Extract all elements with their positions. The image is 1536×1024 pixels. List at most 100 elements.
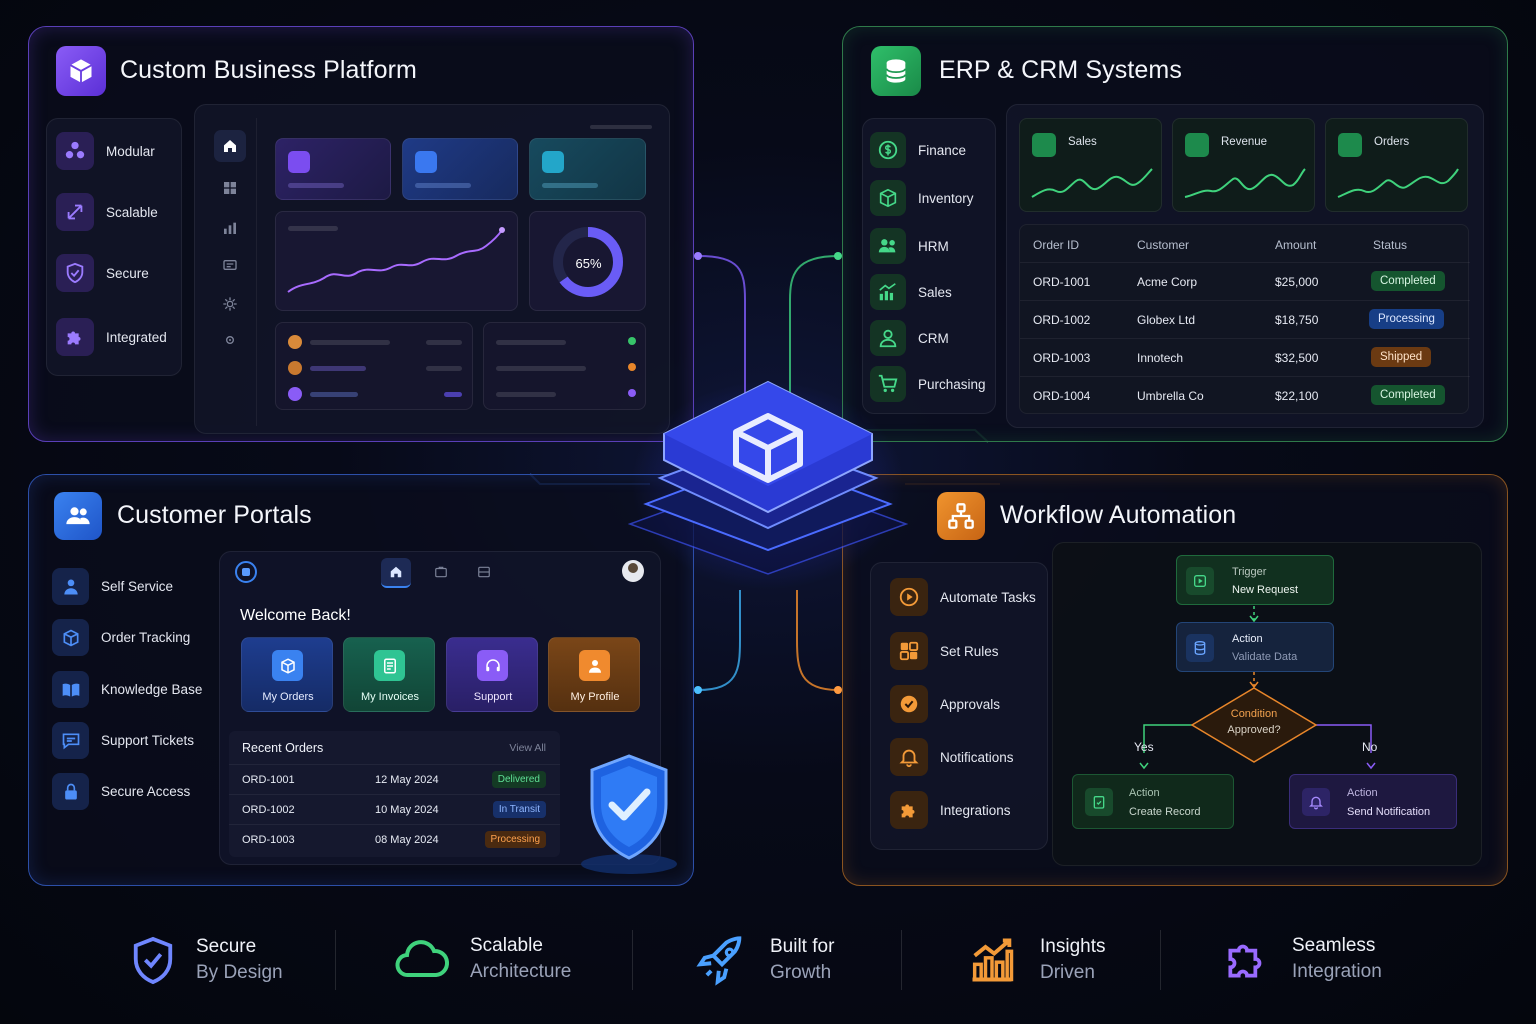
col-header-status: Status xyxy=(1373,238,1408,252)
trigger-node[interactable]: Trigger New Request xyxy=(1176,555,1334,605)
puzzle-icon xyxy=(56,318,94,356)
erp-item-inventory[interactable]: Inventory xyxy=(870,180,974,216)
box-icon xyxy=(870,180,906,216)
tile-my-invoices[interactable]: My Invoices xyxy=(343,637,435,712)
book-icon xyxy=(52,671,89,708)
portal-nav-orders-icon[interactable] xyxy=(434,565,448,584)
dashboard-donut-card: 65% xyxy=(529,211,646,311)
portal-title: Customer Portals xyxy=(117,501,312,529)
erp-item-crm[interactable]: CRM xyxy=(870,320,949,356)
rules-icon xyxy=(890,632,928,670)
avatar xyxy=(288,361,302,375)
col-header-order-id: Order ID xyxy=(1033,238,1080,252)
status-badge: Completed xyxy=(1371,271,1445,291)
yes-label: Yes xyxy=(1134,740,1154,754)
portal-nav-messages-icon[interactable] xyxy=(477,565,491,584)
portal-nav-home-icon[interactable] xyxy=(381,558,411,588)
central-hub xyxy=(628,380,908,575)
platform-item-integrated[interactable]: Integrated xyxy=(56,318,167,356)
lock-icon xyxy=(52,773,89,810)
erp-item-finance[interactable]: Finance xyxy=(870,132,966,168)
feature-divider xyxy=(1160,930,1161,990)
donut-chart xyxy=(553,227,623,297)
box-icon xyxy=(272,650,303,681)
dashboard-card-purple xyxy=(275,138,391,200)
dashboard-card-blue xyxy=(402,138,518,200)
check-badge-icon xyxy=(890,685,928,723)
no-label: No xyxy=(1362,740,1378,754)
dollar-icon xyxy=(870,132,906,168)
tile-my-orders[interactable]: My Orders xyxy=(241,637,333,712)
dashboard-card-teal xyxy=(529,138,646,200)
send-notification-node[interactable]: Action Send Notification xyxy=(1289,774,1457,829)
workflow-item-automate-tasks[interactable]: Automate Tasks xyxy=(890,578,1036,616)
feature-divider xyxy=(335,930,336,990)
list-item[interactable]: ORD-1001 12 May 2024 Delivered xyxy=(229,764,560,794)
donut-label: 65% xyxy=(575,256,602,271)
workflow-item-integrations[interactable]: Integrations xyxy=(890,791,1011,829)
dashboard-gear-icon[interactable] xyxy=(222,332,238,353)
platform-item-scalable[interactable]: Scalable xyxy=(56,193,158,231)
puzzle-icon xyxy=(1228,944,1262,978)
list-item[interactable]: ORD-1002 10 May 2024 In Transit xyxy=(229,794,560,824)
create-record-node[interactable]: Action Create Record xyxy=(1072,774,1234,829)
status-dot xyxy=(628,363,636,371)
status-badge: Shipped xyxy=(1371,347,1432,367)
revenue-sparkline xyxy=(1184,168,1306,198)
dashboard-grid-icon[interactable] xyxy=(222,180,238,201)
tile-my-profile[interactable]: My Profile xyxy=(548,637,640,712)
view-all-link[interactable]: View All xyxy=(509,742,546,754)
workflow-title: Workflow Automation xyxy=(1000,501,1237,529)
erp-item-sales[interactable]: Sales xyxy=(870,274,952,310)
portal-item-order-tracking[interactable]: Order Tracking xyxy=(52,619,190,656)
status-badge: Completed xyxy=(1371,385,1445,405)
platform-title: Custom Business Platform xyxy=(120,56,417,84)
workflow-connectors xyxy=(1139,606,1376,770)
card-team-icon xyxy=(542,151,564,173)
shield-icon xyxy=(133,936,173,985)
workflow-item-set-rules[interactable]: Set Rules xyxy=(890,632,999,670)
bell-icon xyxy=(890,738,928,776)
condition-node[interactable]: Condition Approved? xyxy=(1227,708,1281,736)
recent-orders-card: Recent Orders View All ORD-1001 12 May 2… xyxy=(229,731,560,857)
platform-item-modular[interactable]: Modular xyxy=(56,132,155,170)
welcome-heading: Welcome Back! xyxy=(240,607,351,624)
avatar xyxy=(288,335,302,349)
package-icon xyxy=(52,619,89,656)
cloud-icon xyxy=(395,940,449,977)
dashboard-message-icon[interactable] xyxy=(222,258,238,279)
workflow-item-notifications[interactable]: Notifications xyxy=(890,738,1014,776)
database-icon xyxy=(1186,634,1214,662)
validate-node[interactable]: Action Validate Data xyxy=(1176,622,1334,672)
scale-arrow-icon xyxy=(56,193,94,231)
workflow-item-approvals[interactable]: Approvals xyxy=(890,685,1000,723)
rocket-icon xyxy=(696,936,742,986)
status-badge: Delivered xyxy=(491,771,546,788)
portal-item-self-service[interactable]: Self Service xyxy=(52,568,173,605)
dashboard-chart-icon[interactable] xyxy=(222,220,238,241)
recent-orders-title: Recent Orders xyxy=(242,741,324,755)
trend-line xyxy=(287,227,505,293)
portal-item-support-tickets[interactable]: Support Tickets xyxy=(52,722,194,759)
headset-icon xyxy=(477,650,508,681)
tile-support[interactable]: Support xyxy=(446,637,538,712)
erp-item-hrm[interactable]: HRM xyxy=(870,228,949,264)
people-icon xyxy=(870,228,906,264)
kpi-card-orders: Orders xyxy=(1325,118,1468,212)
list-item[interactable]: ORD-1003 08 May 2024 Processing xyxy=(229,824,560,854)
clipboard-check-icon xyxy=(1085,788,1113,816)
platform-item-secure[interactable]: Secure xyxy=(56,254,149,292)
dashboard-home-icon[interactable] xyxy=(214,130,246,162)
portal-item-secure-access[interactable]: Secure Access xyxy=(52,773,190,810)
portal-item-knowledge-base[interactable]: Knowledge Base xyxy=(52,671,202,708)
dashboard-settings-icon[interactable] xyxy=(222,296,238,317)
person-icon xyxy=(52,568,89,605)
